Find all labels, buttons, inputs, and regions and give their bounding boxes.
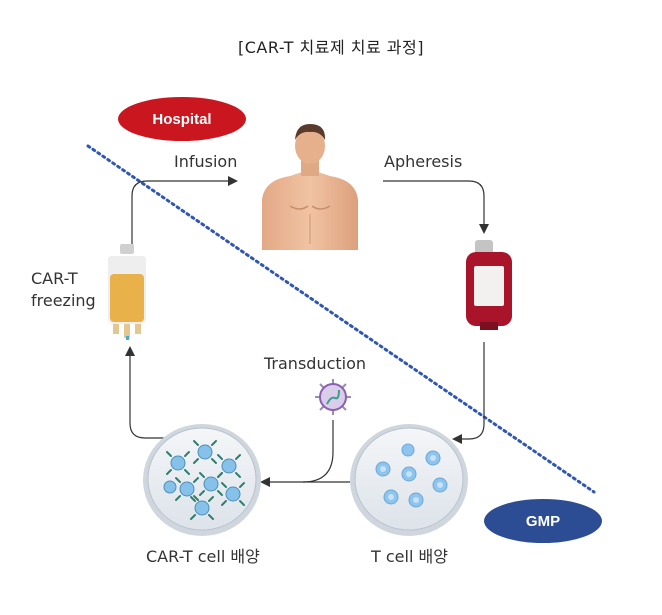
cart-freezing-label: CAR-T freezing: [31, 268, 96, 312]
virus-icon: [315, 379, 351, 415]
arrow-bag-to-tcell: [452, 342, 485, 444]
blood-bag-icon: [466, 240, 512, 330]
human-body-icon: [262, 124, 358, 250]
cart-petri-dish-icon: [143, 424, 261, 536]
cart-cell-culture-label: CAR-T cell 배양: [146, 547, 260, 566]
hospital-badge: Hospital: [118, 97, 246, 141]
page-title: [CAR-T 치료제 치료 과정]: [238, 38, 424, 57]
arrow-apheresis-to-bag: [383, 180, 489, 234]
transduction-label: Transduction: [264, 354, 367, 373]
infusion-label: Infusion: [174, 152, 238, 171]
tcell-culture-label: T cell 배양: [371, 547, 448, 566]
gmp-badge: GMP: [484, 499, 602, 543]
cart-freezing-line-2: freezing: [31, 291, 96, 310]
arrow-cart-to-iv: [125, 346, 180, 439]
arrow-virus-to-cart: [302, 420, 334, 483]
tcell-petri-dish-icon: [350, 424, 468, 536]
hospital-gmp-divider: [86, 144, 596, 494]
apheresis-label: Apheresis: [384, 152, 463, 171]
cart-freezing-line-1: CAR-T: [31, 269, 78, 288]
arrow-iv-to-infusion: [131, 176, 238, 248]
iv-bag-icon: [108, 244, 146, 340]
